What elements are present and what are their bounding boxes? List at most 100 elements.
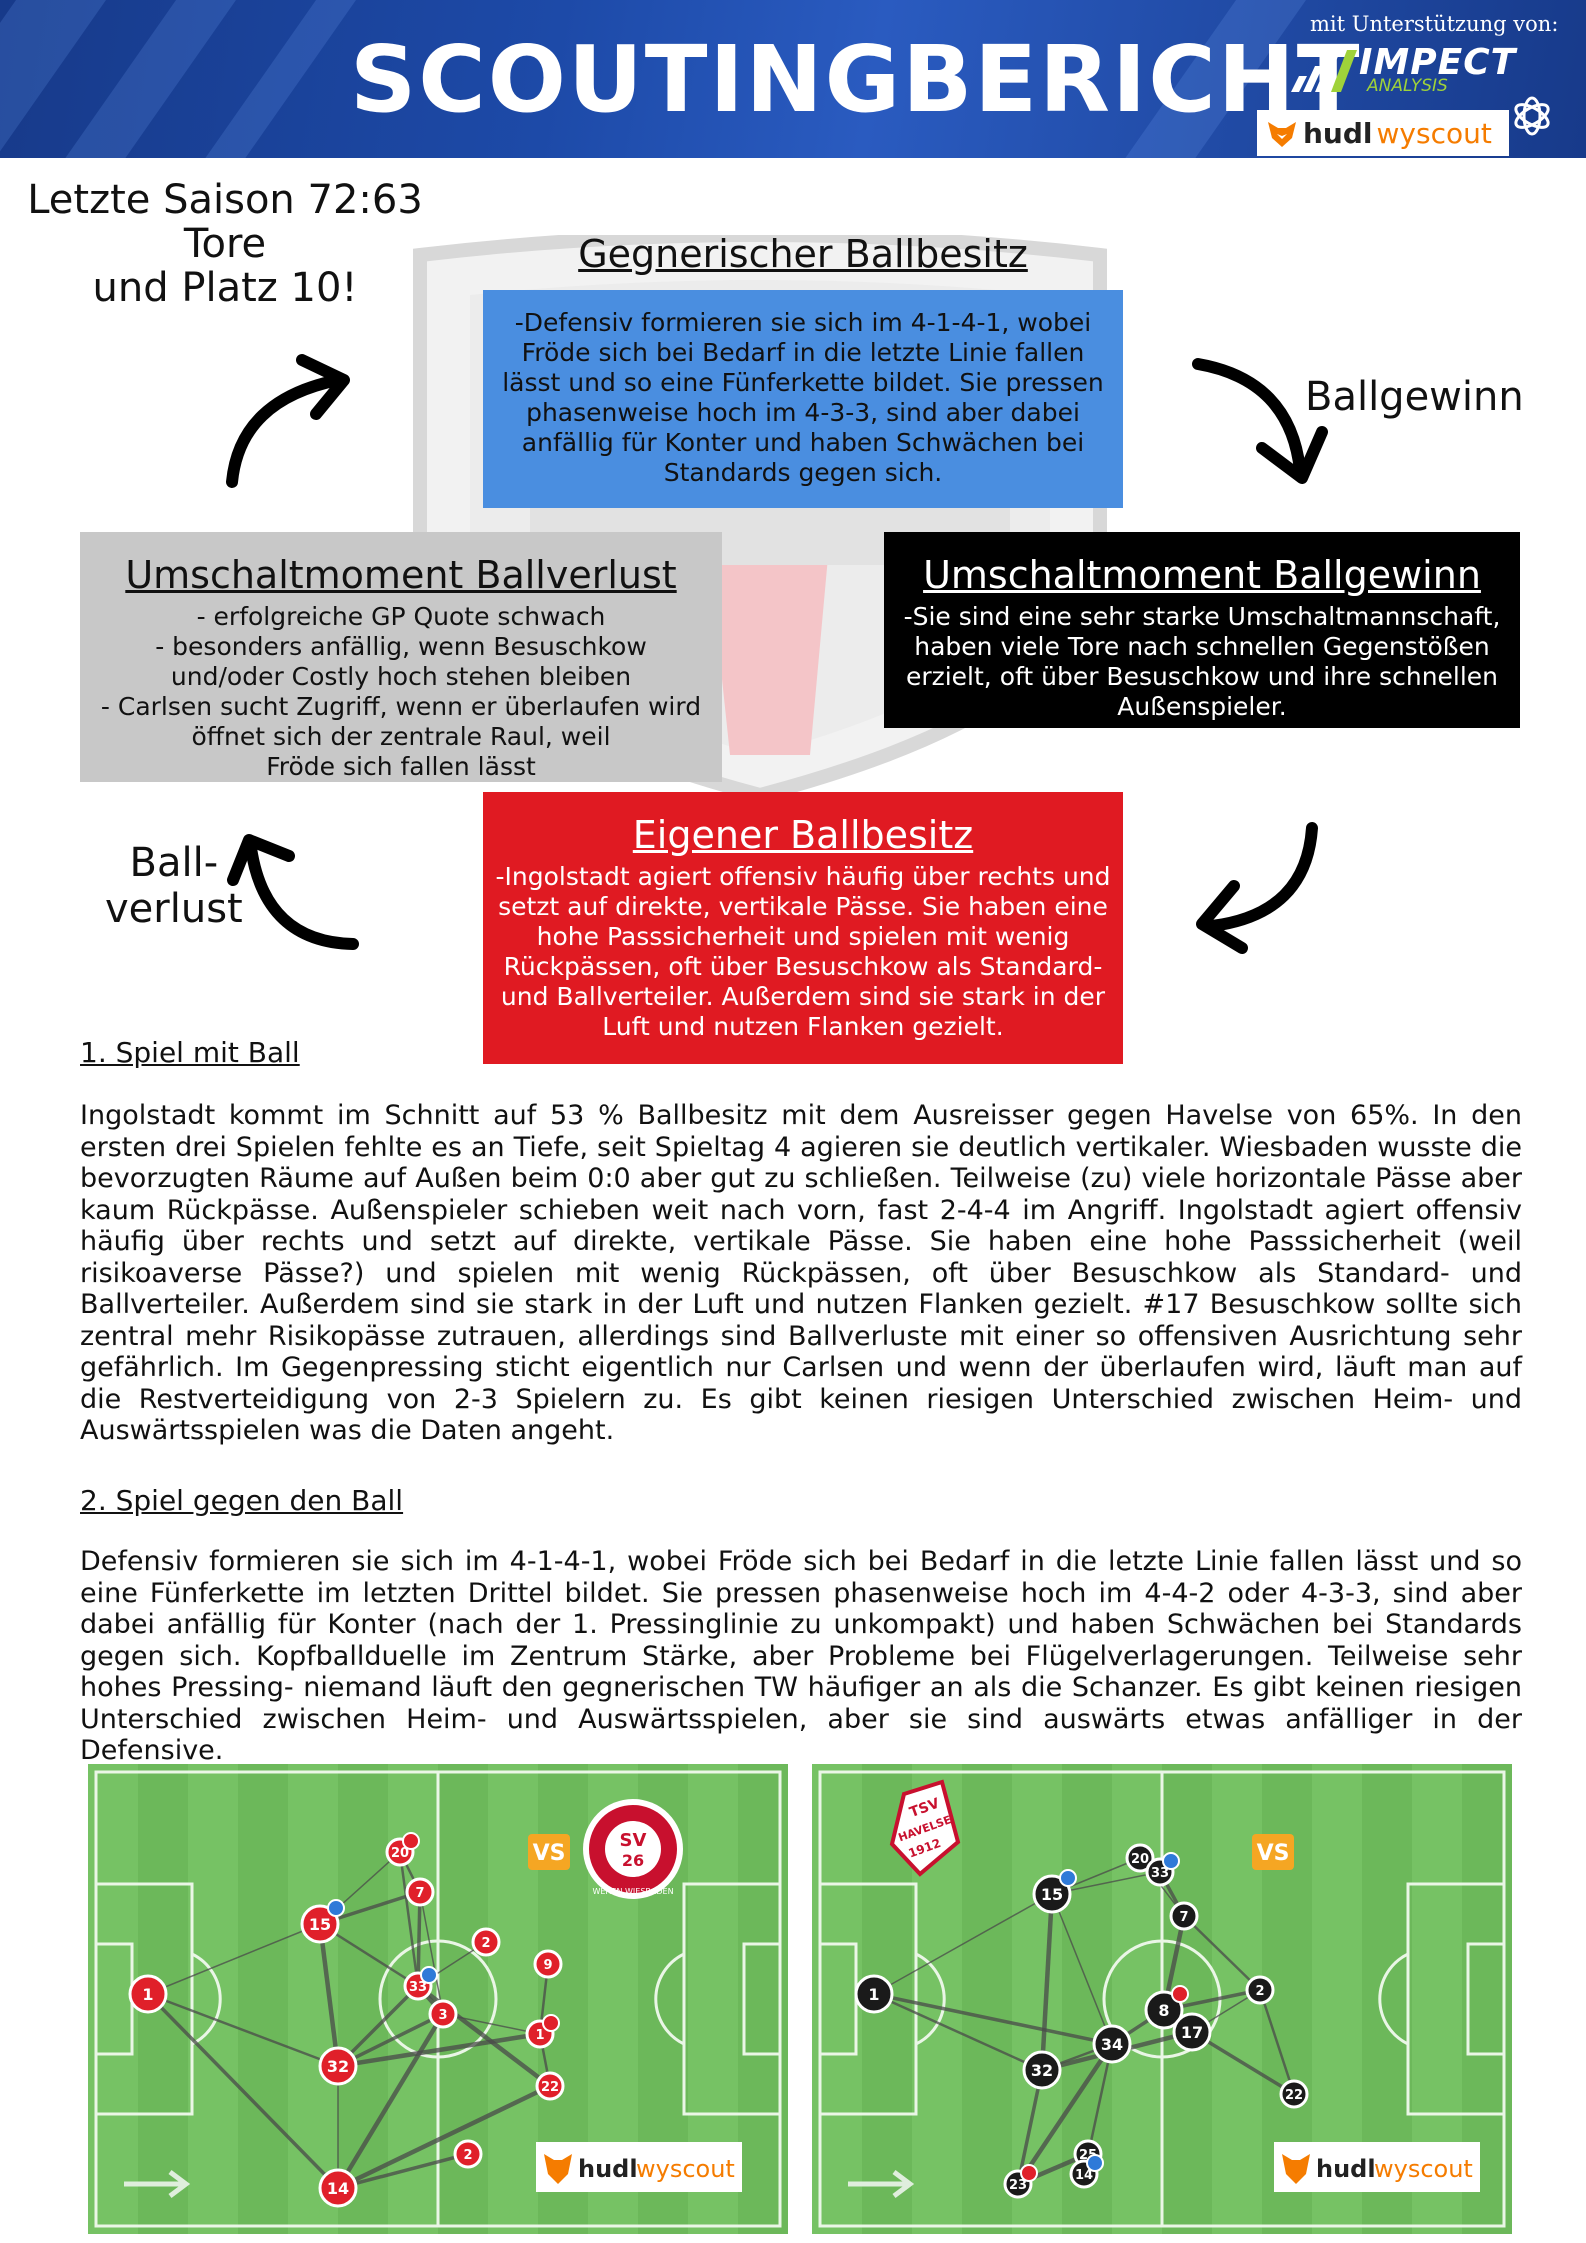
pass-network-vs-havelse: 115323481720337223222514VSTSVHAVELSE1912… (812, 1764, 1512, 2234)
ball-loss-label: Ball- verlust (105, 840, 243, 932)
section-heading: 1. Spiel mit Ball (80, 1036, 300, 1069)
player-number: 22 (541, 2080, 559, 2095)
player-number: 15 (1041, 1885, 1063, 1904)
player-node (1032, 1874, 1072, 1914)
text-line: - erfolgreiche GP Quote schwach (196, 602, 606, 631)
arrow-down-right-icon (1192, 358, 1328, 484)
player-number: 1 (142, 1985, 153, 2004)
text-line: hohe Passsicherheit und spielen mit weni… (536, 922, 1070, 951)
player-number: 7 (1179, 1910, 1188, 1925)
penalty-arc (191, 1952, 222, 2046)
centre-circle (378, 1939, 498, 2059)
text-line: Rückpässen, oft über Besuschkow als Stan… (503, 952, 1103, 981)
player-node (1279, 2079, 1309, 2109)
event-marker-icon (1086, 2154, 1104, 2172)
text-line: setzt auf direkte, vertikale Pässe. Sie … (498, 892, 1108, 921)
event-marker-icon (402, 1832, 420, 1850)
player-number: 7 (415, 1886, 424, 1901)
player-number: 1 (535, 2028, 544, 2043)
section-text: Ingolstadt kommt im Schnitt auf 53 % Bal… (80, 1100, 1522, 1446)
vs-badge (528, 1834, 570, 1870)
ball-loss-line: Ball- (129, 840, 219, 886)
impact-sub: ANALYSIS (1367, 76, 1448, 96)
opponent-badge-top: SV (620, 1830, 647, 1851)
player-number: 9 (543, 1958, 552, 1973)
player-node (1169, 1901, 1199, 1931)
pass-link (317, 1923, 341, 2067)
text-line: -Sie sind eine sehr starke Umschaltmanns… (903, 602, 1501, 631)
pass-link (873, 1992, 1113, 2046)
penalty-arc (915, 1952, 946, 2046)
player-node (854, 1974, 894, 2014)
hudl-word: hudl (578, 2155, 638, 2183)
player-number: 15 (309, 1915, 331, 1934)
pass-link (873, 1893, 1053, 1995)
player-number: 2 (1255, 1984, 1264, 1999)
event-marker-icon (542, 2014, 560, 2032)
pitch-stripe (188, 1764, 238, 2234)
player-node (1022, 2050, 1062, 2090)
pass-link (398, 1851, 420, 1987)
player-node (535, 2071, 565, 2101)
text-line: -Ingolstadt agiert offensiv häufig über … (495, 862, 1111, 891)
player-number: 14 (327, 2179, 349, 2198)
transition-loss-title: Umschaltmoment Ballverlust (125, 553, 677, 597)
goal-area (1466, 1942, 1506, 2056)
pass-link (1016, 2042, 1114, 2186)
hudl-word: hudl (1303, 116, 1373, 150)
player-number: 32 (1031, 2061, 1053, 2080)
text-line: Standards gegen sich. (663, 458, 943, 487)
pass-link (336, 2012, 445, 2190)
text-line: Fröde sich fallen lässt (266, 752, 536, 781)
pass-link (416, 1891, 422, 1987)
player-node (428, 1999, 458, 2029)
player-number: 33 (409, 1980, 427, 1995)
openai-icon (1514, 96, 1550, 136)
event-marker-icon (327, 1899, 345, 1917)
event-marker-icon (420, 1966, 438, 1984)
header-banner: SCOUTINGBERICHT mit Unterstützung von: I… (0, 0, 1586, 158)
player-node (128, 1974, 168, 2014)
season-note: Letzte Saison 72:63 Tore und Platz 10! (20, 178, 430, 310)
support-label: mit Unterstützung von: (1310, 12, 1559, 36)
text-line: -Defensiv formieren sie sich im 4-1-4-1,… (514, 308, 1092, 337)
player-node (1245, 1975, 1275, 2005)
player-node (1125, 1843, 1155, 1873)
opponent-badge-number: 26 (622, 1851, 644, 1870)
wyscout-word: wyscout (1374, 2155, 1473, 2183)
player-number: 2 (463, 2148, 472, 2163)
text-line: phasenweise hoch im 4-3-3, sind aber dab… (526, 398, 1080, 427)
direction-arrow-icon (124, 2170, 191, 2198)
text-line: - Carlsen sucht Zugriff, wenn er überlau… (100, 692, 702, 721)
event-marker-icon (1162, 1852, 1180, 1870)
text-line: Außenspieler. (1117, 692, 1287, 721)
hudl-watermark (1274, 2142, 1480, 2192)
opponent-badge (889, 1779, 961, 1877)
player-node (471, 1927, 501, 1957)
page-title: SCOUTINGBERICHT (350, 26, 1362, 133)
impact-bars-icon (1291, 50, 1357, 92)
arrow-up-right-icon (226, 354, 350, 488)
fox-icon (1268, 122, 1296, 147)
player-node (1092, 2024, 1132, 2064)
player-node (300, 1904, 340, 1944)
text-line: öffnet sich der zentrale Raul, weil (191, 722, 611, 751)
pass-link (873, 1992, 1043, 2072)
text-line: Luft und nutzen Flanken gezielt. (602, 1012, 1004, 1041)
opponent-badge-core (605, 1821, 661, 1877)
pass-link (147, 1923, 321, 1995)
own-possession-box: Eigener Ballbesitz -Ingolstadt agiert of… (483, 792, 1123, 1064)
pass-link (1183, 1915, 1261, 1991)
impact-name: IMPECT (1359, 42, 1517, 83)
player-number: 17 (1181, 2023, 1203, 2042)
direction-arrow-icon (848, 2170, 915, 2198)
opponent-possession-title: Gegnerischer Ballbesitz (578, 232, 1028, 276)
player-number: 20 (1131, 1852, 1149, 1867)
impact-logo: IMPECT ANALYSIS (1285, 42, 1545, 98)
event-marker-icon (1059, 1869, 1077, 1887)
ball-loss-line: verlust (105, 886, 243, 932)
wyscout-word: wyscout (636, 2155, 735, 2183)
text-line: Fröde sich bei Bedarf in die letzte Lini… (521, 338, 1085, 367)
pass-link (147, 1992, 339, 2068)
goal-area (742, 1942, 782, 2056)
